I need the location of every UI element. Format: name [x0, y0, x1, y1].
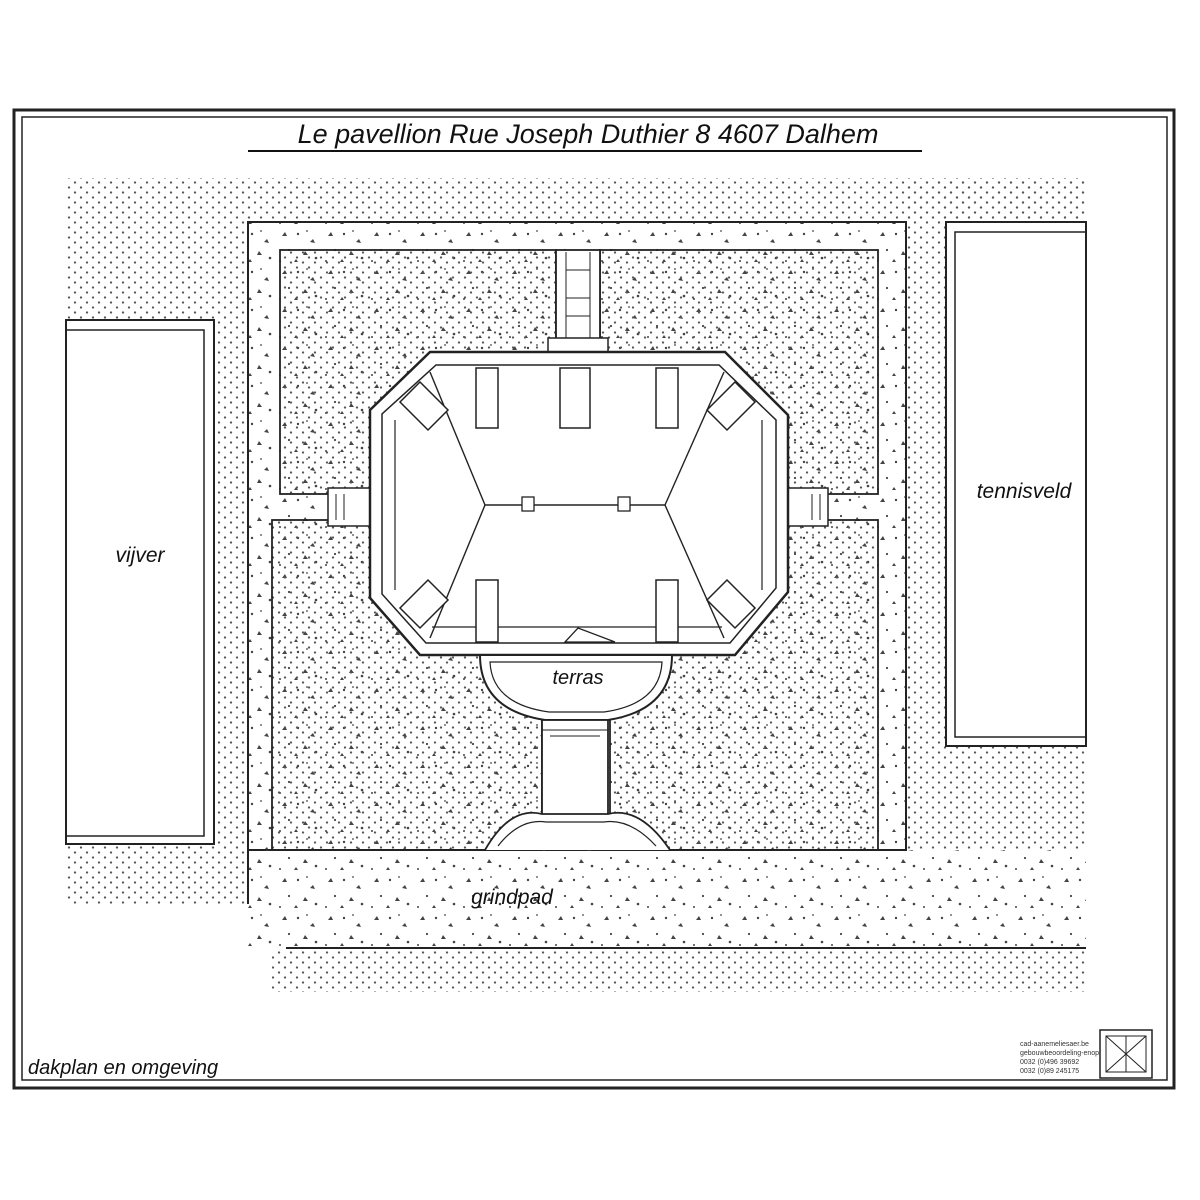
right-side-step [785, 487, 829, 527]
corner-dormer [705, 380, 757, 432]
roof-hip [429, 504, 486, 639]
roof-hip [664, 371, 725, 506]
corner-dormer [398, 380, 450, 432]
tennis-court [945, 221, 1087, 747]
roof-vent [521, 496, 535, 512]
pond-inner-edge [65, 329, 205, 837]
left-side-step [327, 487, 371, 527]
drawing-subtitle: dakplan en omgeving [28, 1057, 218, 1079]
drafter-stamp: cad-aanemeliesaer.be gebouwbeoordeling-e… [1020, 1041, 1119, 1075]
gravel-path [248, 850, 1086, 948]
stamp-logo-icon [1099, 1029, 1153, 1079]
pavilion-roof-gutter [381, 364, 777, 644]
roof-hip [664, 504, 725, 639]
pavilion-roof-outline [368, 350, 790, 657]
pond-area [65, 319, 215, 845]
roof-hip [429, 371, 486, 506]
roof-dormer [559, 367, 591, 429]
stamp-line: gebouwbeoordeling-enopmeten [1020, 1050, 1119, 1057]
terrace-label: terras [552, 667, 603, 689]
tennis-court-inner [954, 231, 1087, 738]
front-pediment [563, 627, 616, 643]
stamp-line: 0032 (0)496 39692 [1020, 1059, 1079, 1066]
corner-dormer [705, 578, 757, 630]
gravel-path-label: grindpad [471, 886, 554, 909]
page-title: Le pavellion Rue Joseph Duthier 8 4607 D… [298, 119, 879, 149]
top-landing [547, 337, 609, 353]
entrance-path [541, 719, 609, 821]
tennis-label: tennisveld [977, 480, 1073, 503]
stamp-line: cad-aanemeliesaer.be [1020, 1041, 1089, 1048]
roof-vent [617, 496, 631, 512]
roof-dormer [475, 579, 499, 643]
sheet-frame-inner [21, 116, 1168, 1081]
lawn-bottom [272, 950, 1086, 992]
pond-label: vijver [115, 544, 165, 567]
roof-dormer [655, 367, 679, 429]
entrance-threshold-inner [497, 820, 657, 847]
stamp-line: 0032 (0)89 245175 [1020, 1068, 1079, 1075]
corner-dormer [398, 578, 450, 630]
roof-dormer [655, 579, 679, 643]
top-stair-path [555, 249, 601, 351]
terrace-edge [489, 661, 663, 713]
roof-dormer [475, 367, 499, 429]
